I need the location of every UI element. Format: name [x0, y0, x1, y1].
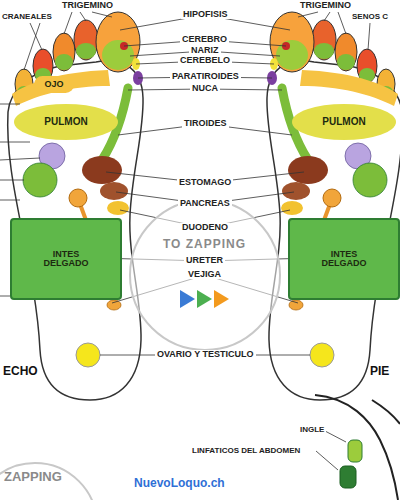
duodenum-zone — [107, 201, 129, 215]
organ-zone: PULMON — [292, 104, 396, 140]
organ-label: HIPOFISIS — [181, 10, 230, 19]
organ-label: VEJIGA — [186, 270, 223, 279]
organ-name: PULMON — [44, 117, 87, 128]
organ-label: NUCA — [190, 84, 220, 93]
foot-figure — [8, 12, 143, 400]
organ-zone: OJO — [34, 76, 74, 93]
watermark-arrow — [197, 290, 212, 308]
watermark-disc — [0, 463, 97, 500]
organ-label: ESTOMAGO — [177, 178, 233, 187]
leader-line — [64, 12, 112, 34]
watermark-text: TO ZAPPING — [163, 238, 246, 250]
organ-name: PULMON — [322, 117, 365, 128]
leader-line — [316, 431, 346, 470]
bladder-zone — [107, 300, 121, 310]
lymph-zone — [340, 466, 356, 488]
organ-label: PANCREAS — [178, 199, 232, 208]
organ-zone: INTES DELGADO — [10, 218, 122, 300]
organ-label: DUODENO — [180, 223, 230, 232]
organ-label: CEREBELO — [178, 56, 232, 65]
ovary-zone — [76, 343, 100, 367]
organ-label: TRIGEMINO — [300, 1, 351, 10]
organ-zone: PULMON — [14, 104, 118, 140]
organ-label: CRANEALES — [2, 13, 52, 21]
toe-zone — [76, 43, 96, 59]
watermark-disc — [130, 200, 280, 350]
side-foot-outline — [315, 395, 398, 500]
side-foot-outline — [372, 400, 400, 424]
organ-label: TRIGEMINO — [62, 1, 113, 10]
big-toe-zone — [102, 40, 134, 70]
organ-label: PARATIROIDES — [170, 72, 241, 81]
watermark-arrow — [214, 290, 229, 308]
toe — [74, 20, 98, 60]
watermark-arrow — [180, 290, 195, 308]
organ-zone — [23, 163, 57, 197]
organ-label: TIROIDES — [182, 119, 229, 128]
organ-label: SENOS C — [352, 13, 388, 21]
leader-line — [24, 23, 370, 70]
organ-name: OJO — [44, 80, 63, 89]
organ-label: CEREBRO — [180, 35, 229, 44]
pancreas-zone — [100, 182, 128, 200]
organ-label: NARIZ — [189, 46, 221, 55]
foot-sole — [8, 61, 143, 400]
kidney-ball — [69, 189, 87, 207]
organ-label: PIE — [370, 365, 389, 377]
organ-zone: INTES DELGADO — [288, 218, 400, 300]
big-toe — [96, 12, 140, 72]
eye-band — [12, 70, 110, 106]
organ-label: LINFATICOS DEL ABDOMEN — [190, 447, 302, 455]
toe — [53, 33, 75, 71]
lymph-zone — [348, 440, 362, 462]
organ-name: INTES DELGADO — [34, 250, 98, 269]
stomach-zone — [82, 156, 122, 184]
organ-label: URETER — [184, 256, 225, 265]
organ-name: INTES DELGADO — [312, 250, 376, 269]
watermark-text: ZAPPING — [4, 470, 62, 483]
organ-label: INGLE — [298, 426, 326, 434]
leader-line — [298, 12, 346, 34]
site-credit: NuevoLoquo.ch — [134, 477, 225, 489]
toe-zone — [55, 54, 73, 70]
foot-figure — [267, 12, 400, 400]
organ-label: OVARIO Y TESTICULO — [155, 350, 256, 359]
organ-label: ECHO — [3, 365, 38, 377]
